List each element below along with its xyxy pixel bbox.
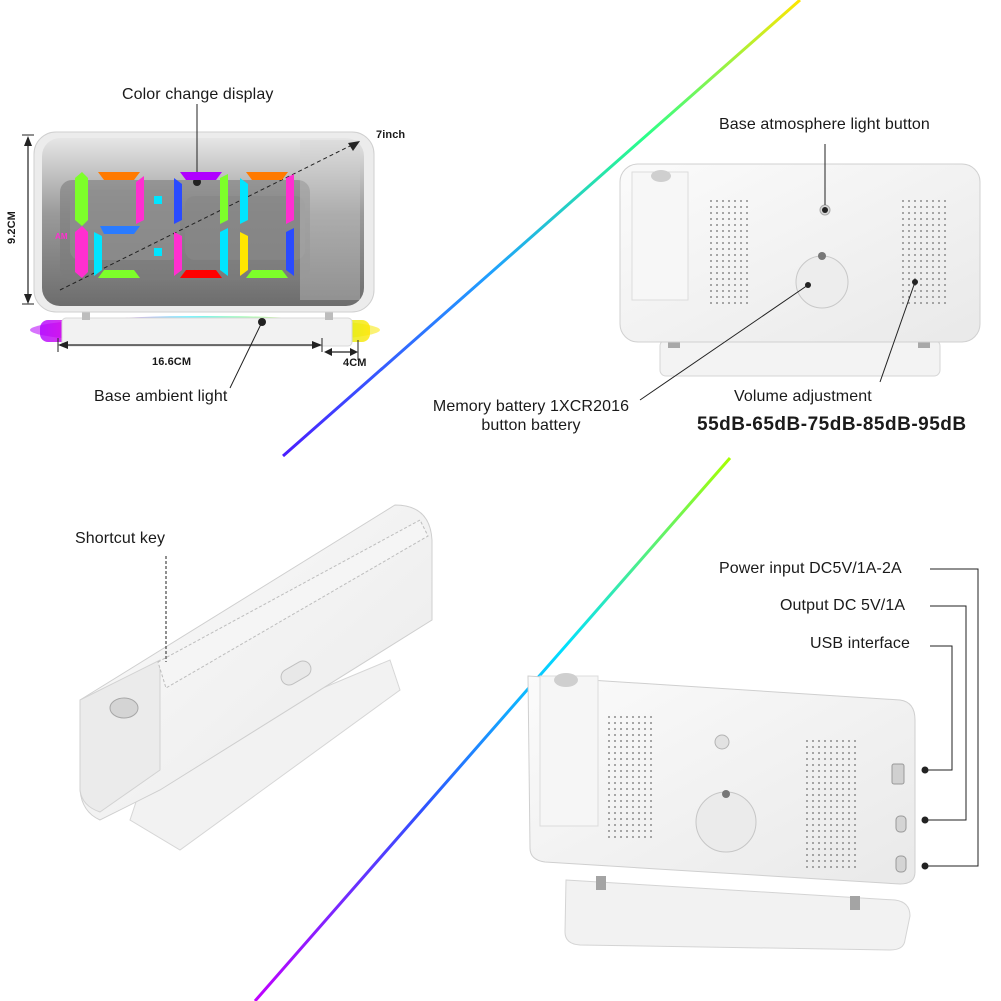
volume-adjustment-label: Volume adjustment: [734, 388, 872, 405]
digit-segment: [246, 172, 288, 180]
depth-dimension-label: 4CM: [343, 357, 367, 369]
digit-segment: [220, 228, 228, 276]
height-dimension-label: 9.2CM: [6, 211, 18, 244]
volume-levels-label: 55dB-65dB-75dB-85dB-95dB: [697, 414, 967, 435]
digit-segment: [286, 228, 294, 276]
colon-dot: [154, 196, 162, 204]
shortcut-key-label: Shortcut key: [75, 530, 166, 547]
digit-segment: [240, 178, 248, 224]
base-atmosphere-light-button-label: Base atmosphere light button: [719, 116, 930, 133]
color-change-display-label: Color change display: [122, 86, 274, 103]
diagonal-size-label: 7inch: [376, 129, 406, 141]
digit-segment: [98, 270, 140, 278]
memory-battery-label-line2: button battery: [481, 417, 581, 434]
digit-segment: [240, 232, 248, 276]
digit-segment: [75, 226, 88, 278]
clock-side-view: [79, 504, 433, 851]
clock-back-view: [619, 144, 981, 401]
digit-segment: [180, 172, 222, 180]
digit-segment: [174, 232, 182, 276]
am-indicator: AM: [55, 232, 68, 241]
usb-interface-label: USB interface: [810, 635, 911, 652]
digit-segment: [246, 270, 288, 278]
output-label: Output DC 5V/1A: [780, 597, 906, 614]
colon-dot: [154, 248, 162, 256]
width-dimension-label: 16.6CM: [152, 356, 192, 368]
digit-segment: [98, 172, 140, 180]
digit-segment: [75, 172, 88, 226]
power-input-label: Power input DC5V/1A-2A: [719, 560, 902, 577]
digit-segment: [100, 226, 140, 234]
digit-segment: [286, 174, 294, 224]
rainbow-divider-diagonal-top: [282, 0, 801, 458]
digit-segment: [174, 178, 182, 224]
clock-ports-view: [527, 568, 979, 951]
digit-segment: [94, 232, 102, 276]
clock-digits: [75, 172, 294, 278]
rainbow-divider-diagonal-bottom: [253, 457, 732, 1001]
memory-battery-label-line1: Memory battery 1XCR2016: [432, 398, 630, 415]
digit-segment: [136, 176, 144, 224]
digit-segment: [180, 270, 222, 278]
base-ambient-light-label: Base ambient light: [94, 388, 228, 405]
digit-segment: [220, 174, 228, 224]
